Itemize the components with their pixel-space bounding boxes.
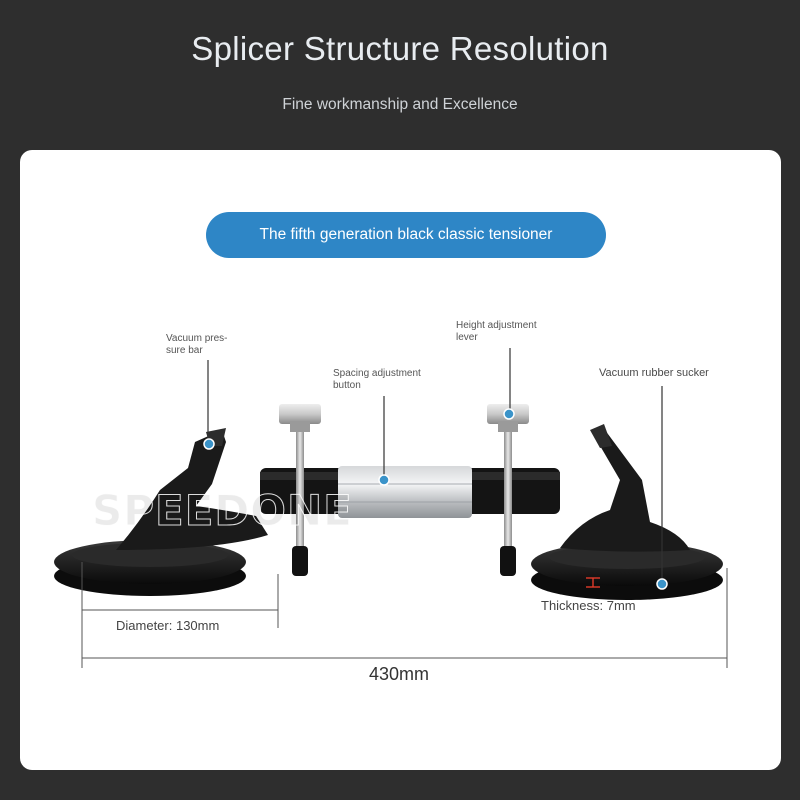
page-subtitle: Fine workmanship and Excellence [282,96,518,113]
marker-height-adjustment [503,408,515,420]
callout-lines [207,348,663,582]
callout-vacuum-rubber-sucker: Vacuum rubber sucker [599,367,709,379]
callout-spacing-adjustment-button: Spacing adjustment button [333,368,421,391]
callout-markers [203,408,668,590]
brand-watermark: SPEEDONE [92,486,353,536]
page-title: Splicer Structure Resolution [191,30,609,67]
spacing-adjustment-sleeve [338,466,472,518]
dimension-lines [81,562,728,668]
marker-vacuum-rubber-sucker [656,578,668,590]
marker-vacuum-pressure-bar [203,438,215,450]
marker-spacing-adjustment [378,474,390,486]
left-height-knob [279,404,321,576]
product-illustration [54,348,728,668]
right-suction-cup [531,424,723,600]
product-card: The fifth generation black classic tensi… [20,150,781,770]
thickness-marker [586,577,600,588]
main-bar [260,466,560,518]
product-badge: The fifth generation black classic tensi… [206,212,606,258]
callout-vacuum-pressure-bar: Vacuum pres- sure bar [166,333,228,356]
left-suction-cup [54,428,268,596]
callout-height-adjustment-lever: Height adjustment lever [456,320,537,343]
length-label: 430mm [369,664,430,684]
diameter-label: Diameter: 130mm [116,618,220,633]
thickness-label: Thickness: 7mm [541,598,636,613]
